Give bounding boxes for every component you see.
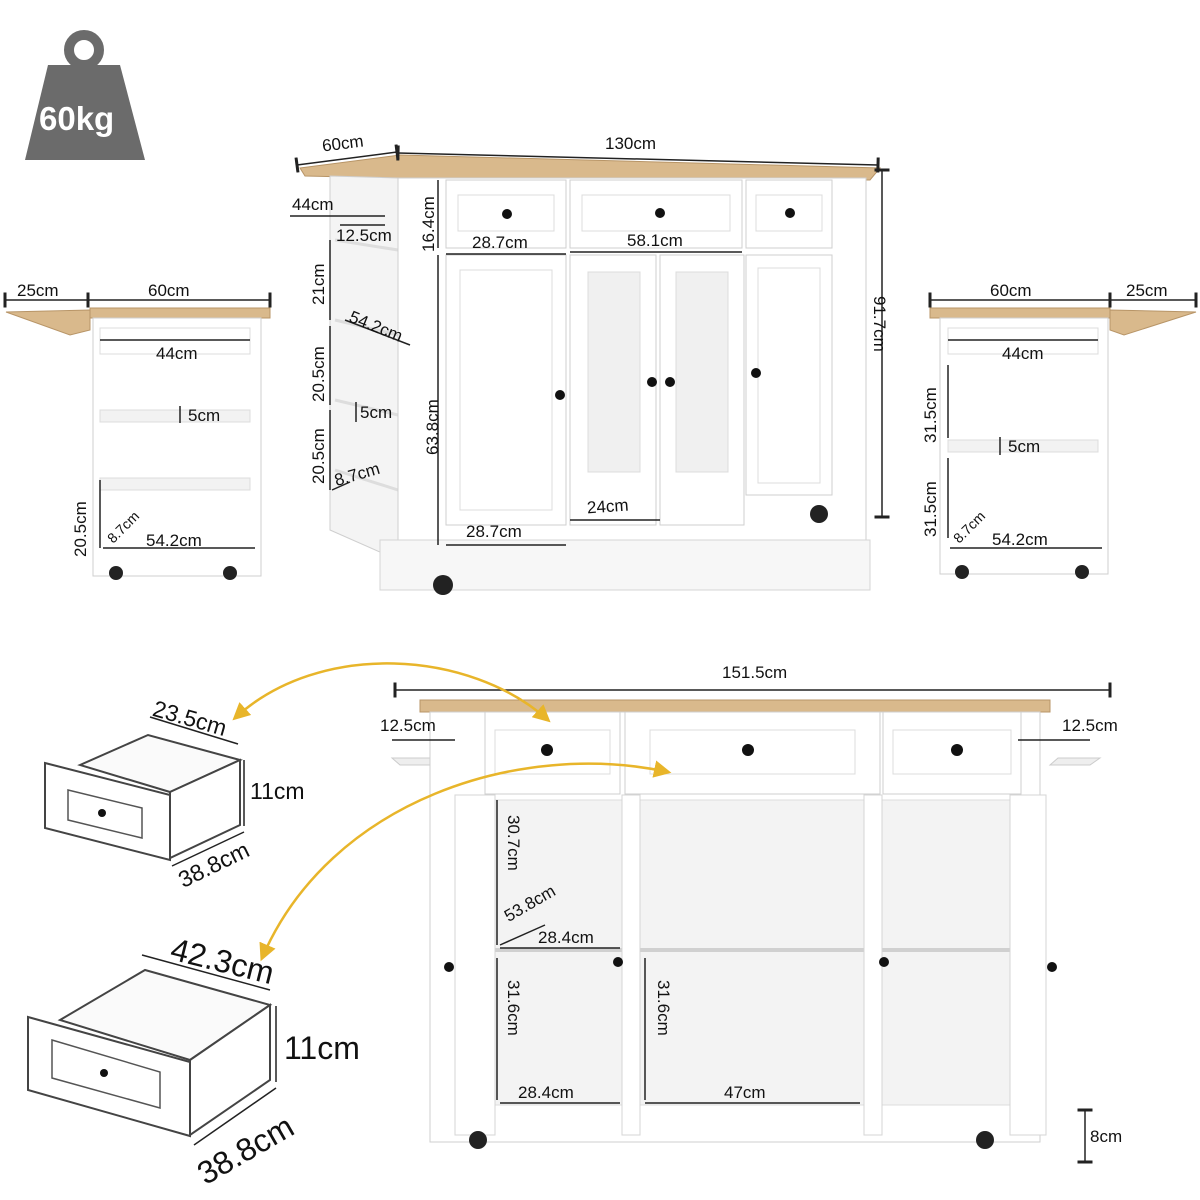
right-leaf-width-label: 12.5cm [1062, 716, 1118, 735]
right-drawer-label: 44cm [1002, 344, 1044, 363]
cabinet-height-label: 63.8cm [423, 399, 442, 455]
front-width-label: 130cm [605, 134, 657, 153]
lower-width-left-label: 28.4cm [518, 1083, 574, 1102]
side-shelf-2-label: 20.5cm [309, 346, 328, 402]
left-leaf-label: 25cm [17, 281, 59, 300]
left-depth-label: 60cm [148, 281, 190, 300]
base-height-label: 8cm [1090, 1127, 1123, 1146]
front-view-cabinet [299, 154, 882, 595]
side-shelf-3-label: 20.5cm [309, 428, 328, 484]
side-shelf-1-label: 21cm [309, 263, 328, 305]
left-bottom-height-label: 20.5cm [71, 501, 90, 557]
total-width-label: 151.5cm [722, 663, 788, 682]
towel-bar-offset-label: 12.5cm [336, 226, 392, 245]
callout-arrows [232, 662, 672, 962]
upper-height-label: 30.7cm [504, 815, 523, 871]
right-lower-shelf-label: 31.5cm [921, 481, 940, 537]
front-depth-label: 60cm [320, 131, 365, 156]
right-upper-shelf-label: 31.5cm [921, 387, 940, 443]
side-drawer-width-label: 28.7cm [472, 233, 528, 252]
lower-width-center-label: 47cm [724, 1083, 766, 1102]
right-leaf-label: 25cm [1126, 281, 1168, 300]
towel-bar-depth-label: 44cm [292, 195, 334, 214]
front-height-label: 91.7cm [870, 296, 889, 352]
small-drawer-drawing [44, 733, 243, 862]
large-drawer-height-label: 11cm [284, 1030, 360, 1066]
weight-icon [25, 30, 145, 160]
right-depth-label: 60cm [990, 281, 1032, 300]
lower-height-center-label: 31.6cm [654, 980, 673, 1036]
right-side-view [929, 307, 1197, 579]
weight-label: 60kg [39, 100, 115, 137]
left-side-view [5, 307, 271, 580]
upper-width-label: 28.4cm [538, 928, 594, 947]
center-drawer-width-label: 58.1cm [627, 231, 683, 250]
drawer-height-label: 16.4cm [419, 196, 438, 252]
left-shelf-depth-label: 54.2cm [146, 531, 202, 550]
open-cabinet-view [390, 699, 1102, 1149]
right-rail-label: 5cm [1008, 437, 1041, 456]
left-leaf-width-label: 12.5cm [380, 716, 436, 735]
lower-height-left-label: 31.6cm [504, 980, 523, 1036]
side-rail-height-label: 5cm [360, 403, 393, 422]
left-drawer-label: 44cm [156, 344, 198, 363]
right-shelf-depth-label: 54.2cm [992, 530, 1048, 549]
glass-door-width-label: 24cm [586, 495, 630, 518]
large-drawer-drawing [27, 968, 273, 1138]
small-drawer-height-label: 11cm [250, 778, 305, 804]
left-rail-label: 5cm [188, 406, 221, 425]
left-door-width-label: 28.7cm [466, 522, 522, 541]
